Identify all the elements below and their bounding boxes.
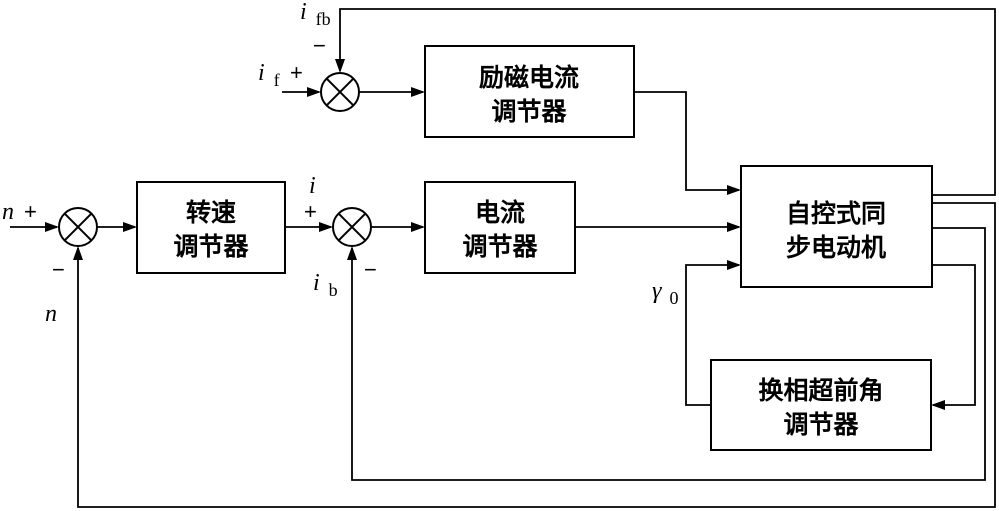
current-feedback-label: i b — [313, 270, 338, 300]
motor-to-commutation-wire — [932, 264, 976, 406]
commutation-regulator-line1: 换相超前角 — [758, 376, 883, 405]
excitation-regulator-line2: 调节器 — [491, 97, 567, 126]
minus-sign: − — [52, 257, 65, 282]
excitation-feedback-wire — [339, 8, 996, 196]
arrowhead — [347, 246, 357, 260]
arrowhead — [727, 222, 741, 232]
arrowhead — [307, 87, 321, 97]
speed-feedback-label: n — [45, 301, 57, 327]
arrowhead — [411, 87, 425, 97]
current-summing-junction — [332, 207, 372, 247]
current-feedback-symbol: i — [313, 270, 320, 296]
arrowhead — [411, 222, 425, 232]
speed-reference-label: n — [2, 199, 14, 225]
excitation-control-wire — [634, 91, 739, 191]
excitation-feedback-subscript: fb — [316, 9, 331, 29]
plus-sign: + — [24, 199, 37, 224]
excitation-summing-junction — [320, 72, 360, 112]
minus-sign: − — [364, 257, 377, 282]
arrowhead — [45, 222, 59, 232]
excitation-feedback-label: i fb — [300, 0, 331, 29]
speed-feedback-wire — [77, 202, 996, 508]
motor-line2: 步电动机 — [786, 233, 886, 262]
speed-summing-junction — [58, 207, 98, 247]
current-feedback-subscript: b — [329, 280, 338, 300]
current-reference-label: i — [309, 173, 316, 199]
current-feedback-wire — [351, 227, 986, 481]
current-regulator-line1: 电流 — [475, 198, 525, 227]
speed-regulator-line1: 转速 — [186, 198, 236, 227]
excitation-regulator-line1: 励磁电流 — [479, 63, 579, 92]
excitation-reference-symbol: i — [258, 60, 265, 86]
lead-angle-symbol: γ — [652, 278, 662, 304]
commutation-lead-angle-regulator-block: 换相超前角 调节器 — [710, 359, 932, 451]
current-regulator-block: 电流 调节器 — [424, 181, 576, 274]
arrowhead — [335, 59, 345, 73]
motor-line1: 自控式同 — [786, 199, 886, 228]
lead-angle-subscript: 0 — [669, 288, 678, 308]
arrowhead — [123, 222, 137, 232]
excitation-reference-label: i f — [258, 60, 280, 90]
arrowhead — [319, 222, 333, 232]
arrowhead — [727, 185, 741, 195]
minus-sign: − — [313, 33, 326, 58]
speed-regulator-block: 转速 调节器 — [136, 181, 286, 274]
self-controlled-synchronous-motor-block: 自控式同 步电动机 — [740, 165, 933, 288]
excitation-current-regulator-block: 励磁电流 调节器 — [424, 45, 635, 138]
commutation-output-wire — [685, 264, 739, 406]
lead-angle-label: γ 0 — [652, 278, 678, 308]
excitation-reference-subscript: f — [274, 70, 280, 90]
current-regulator-line2: 调节器 — [462, 232, 538, 261]
plus-sign: + — [290, 60, 303, 85]
speed-regulator-line2: 调节器 — [173, 232, 249, 261]
commutation-regulator-line2: 调节器 — [783, 410, 859, 439]
plus-sign: + — [304, 199, 317, 224]
arrowhead — [73, 246, 83, 260]
arrowhead — [931, 400, 945, 410]
excitation-feedback-symbol: i — [300, 0, 307, 25]
arrowhead — [727, 260, 741, 270]
